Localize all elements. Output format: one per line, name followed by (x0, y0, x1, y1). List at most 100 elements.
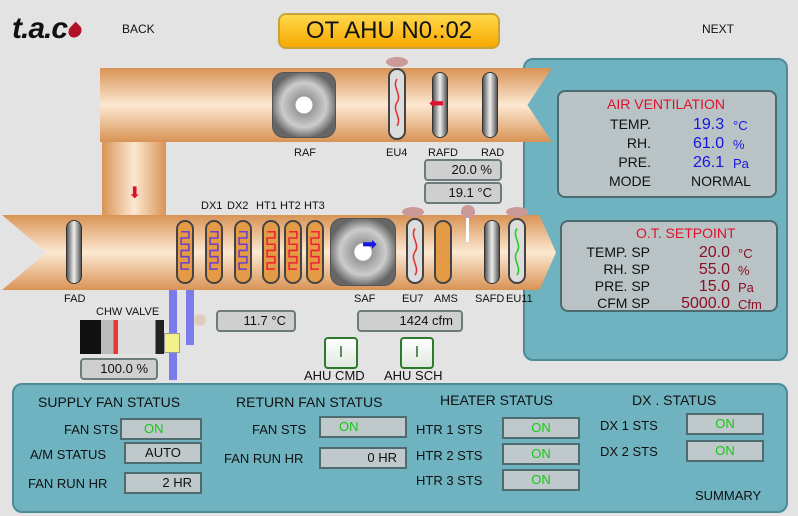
saf-label: SAF (354, 293, 376, 305)
safd-label: SAFD (475, 293, 505, 305)
fad-label: FAD (64, 293, 86, 305)
ht3-label: HT3 (304, 200, 325, 212)
temp-sp-label: TEMP. SP (586, 244, 650, 260)
pre-sp-value: 15.0 (698, 278, 730, 295)
ht2-heater-icon (284, 220, 302, 284)
temp-sensor-icon (461, 205, 475, 219)
htr2-value: ON (502, 443, 580, 465)
chw-temp-sensor-icon (194, 314, 206, 326)
eu4-sensor-icon (386, 57, 408, 67)
htr3-value: ON (502, 469, 580, 491)
temp-value: 19.3 (693, 116, 725, 133)
ams-label: AMS (434, 293, 458, 305)
rafd-damper-icon (432, 72, 448, 138)
eu11-filter-icon (508, 218, 526, 284)
back-button[interactable]: BACK (122, 22, 155, 36)
return-fan-sts-value: ON (319, 416, 407, 438)
supply-fan-status-title: SUPPLY FAN STATUS (38, 394, 181, 410)
mixing-duct (102, 142, 166, 216)
pre-value: 26.1 (693, 154, 725, 171)
pre-sp-row: PRE. SP 15.0 Pa (562, 278, 776, 295)
air-ventilation-title: AIR VENTILATION (607, 96, 725, 112)
pre-unit: Pa (733, 156, 749, 171)
cfm-sp-value: 5000.0 (681, 295, 730, 312)
sensor-probe (466, 218, 469, 242)
chw-coil-icon (176, 220, 194, 284)
ht1-label: HT1 (256, 200, 277, 212)
pre-label: PRE. (618, 154, 651, 170)
eu11-label: EU11 (506, 293, 533, 305)
logo-drop-icon (65, 21, 85, 41)
ht1-heater-icon (262, 220, 280, 284)
temp-row: TEMP.19.3°C (559, 116, 775, 135)
eu4-filter-icon (388, 68, 406, 140)
temp-unit: °C (733, 118, 748, 133)
chw-return-pipe (186, 290, 194, 345)
tac-logo: t.a.c (12, 12, 85, 46)
temp-sp-unit: °C (738, 246, 753, 261)
mode-value: NORMAL (691, 173, 751, 189)
ahu-sch-label: AHU SCH (384, 368, 443, 383)
ht2-label: HT2 (280, 200, 301, 212)
airflow-down-arrow-icon: ⬇ (128, 185, 142, 202)
airflow-right-arrow-icon: ➡ (362, 234, 378, 254)
dx-status-title: DX . STATUS (632, 392, 717, 408)
page-title: OT AHU N0.:02 (278, 13, 500, 49)
mode-row: MODE NORMAL (559, 173, 775, 192)
htr1-value: ON (502, 417, 580, 439)
return-temp-value: 19.1 °C (424, 182, 502, 204)
supply-fan-run-hr-label: FAN RUN HR (28, 476, 108, 491)
htr2-label: HTR 2 STS (416, 448, 483, 463)
ahu-sch-button[interactable]: I (400, 337, 434, 369)
supply-fan-sts-label: FAN STS (64, 422, 119, 437)
return-fan-status-title: RETURN FAN STATUS (236, 394, 383, 410)
next-button[interactable]: NEXT (702, 22, 735, 36)
summary-button[interactable]: SUMMARY (695, 488, 762, 503)
return-fan-run-hr-label: FAN RUN HR (224, 451, 304, 466)
pre-row: PRE. 26.1 Pa (559, 154, 775, 173)
return-fan-sts-label: FAN STS (252, 422, 307, 437)
rh-row: RH.61.0% (559, 135, 775, 154)
ahu-cmd-button[interactable]: I (324, 337, 358, 369)
ht3-heater-icon (306, 220, 324, 284)
rad-label: RAD (481, 147, 505, 159)
eu4-label: EU4 (386, 147, 408, 159)
am-status-value: AUTO (124, 442, 202, 464)
htr1-label: HTR 1 STS (416, 422, 483, 437)
setpoint-title: O.T. SETPOINT (636, 225, 736, 241)
ahu-cmd-label: AHU CMD (304, 368, 365, 383)
saf-fan-icon (330, 218, 396, 286)
raf-fan-icon (272, 72, 336, 138)
dx1-sts-value: ON (686, 413, 764, 435)
am-status-label: A/M STATUS (30, 447, 107, 462)
dx2-coil-icon (234, 220, 252, 284)
dx1-coil-icon (205, 220, 223, 284)
chw-valve-actuator-icon[interactable] (80, 320, 164, 354)
raf-label: RAF (294, 147, 316, 159)
mode-label: MODE (609, 173, 651, 189)
dx1-sts-label: DX 1 STS (600, 418, 658, 433)
eu7-sensor-icon (402, 207, 424, 217)
chw-valve-body (164, 333, 180, 353)
pre-sp-unit: Pa (738, 280, 754, 295)
logo-text: t.a.c (12, 12, 68, 45)
pre-sp-label: PRE. SP (594, 278, 650, 294)
return-fan-run-hr-value: 0 HR (319, 447, 407, 469)
supply-cfm-value: 1424 cfm (357, 310, 463, 332)
eu11-sensor-icon (506, 207, 528, 217)
temp-sp-row: TEMP. SP 20.0 °C (562, 244, 776, 261)
safd-damper-icon (484, 220, 500, 284)
heater-status-title: HEATER STATUS (440, 392, 553, 408)
air-ventilation-panel: AIR VENTILATION TEMP.19.3°C RH.61.0% PRE… (557, 90, 777, 198)
cfm-sp-label: CFM SP (597, 295, 650, 311)
rad-damper-icon (482, 72, 498, 138)
fad-damper-icon (66, 220, 82, 284)
temp-sp-value: 20.0 (698, 244, 730, 261)
eu7-label: EU7 (402, 293, 424, 305)
htr3-label: HTR 3 STS (416, 473, 483, 488)
